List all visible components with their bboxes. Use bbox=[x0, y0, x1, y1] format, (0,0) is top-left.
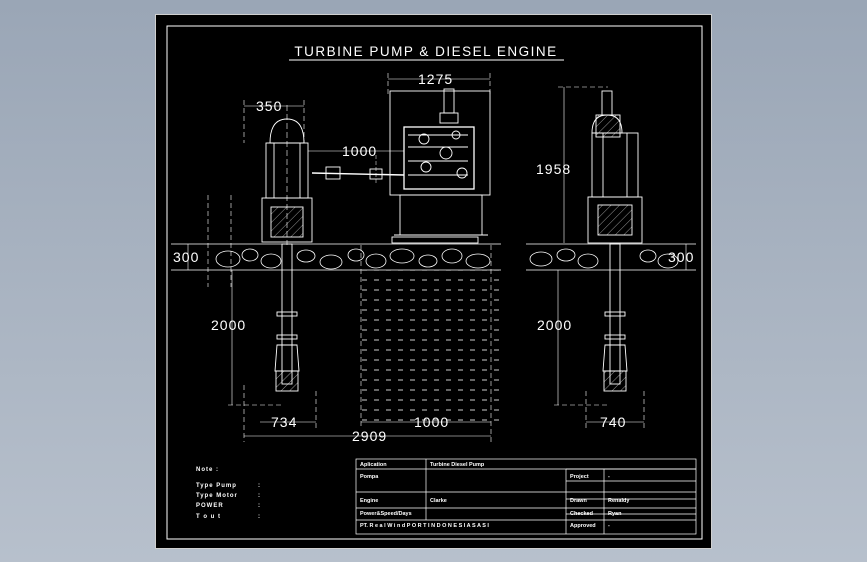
dim-2000-right: 2000 bbox=[537, 317, 572, 333]
tb-power-label: Power&Speed/Days bbox=[360, 511, 412, 517]
exhaust-stack bbox=[443, 88, 455, 114]
note-type-pump: Type Pump bbox=[196, 483, 237, 489]
dim-300-right: 300 bbox=[668, 249, 694, 265]
pump-side-view[interactable] bbox=[587, 90, 643, 392]
dim-base-1000: 1000 bbox=[414, 414, 449, 430]
dimension-lines bbox=[187, 73, 687, 442]
dim-300-left: 300 bbox=[173, 249, 199, 265]
tb-project-label: Project bbox=[570, 474, 589, 480]
engine-outline bbox=[389, 90, 491, 196]
drive-shaft bbox=[311, 172, 405, 176]
tb-engine-value: Clarke bbox=[430, 498, 447, 504]
diesel-engine-view[interactable] bbox=[311, 88, 491, 244]
drawing-canvas: TURBINE PUMP & DIESEL ENGINE bbox=[166, 25, 703, 540]
coupling bbox=[325, 166, 341, 180]
side-column-pipe bbox=[609, 243, 621, 385]
drawing-title: TURBINE PUMP & DIESEL ENGINE bbox=[294, 44, 557, 59]
dim-1958: 1958 bbox=[536, 161, 571, 177]
tb-project-value: - bbox=[608, 474, 610, 480]
dim-350: 350 bbox=[256, 98, 282, 114]
side-motor-body bbox=[591, 132, 639, 198]
pump-front-view[interactable] bbox=[261, 105, 313, 392]
suction-strainer bbox=[275, 370, 299, 392]
note-tout: T o u t bbox=[196, 514, 221, 520]
tb-drawn-label: Drawn bbox=[570, 498, 587, 504]
note-colon-3: : bbox=[258, 503, 261, 509]
tb-aplication-label: Aplication bbox=[360, 462, 387, 468]
tb-approved-label: Approved bbox=[570, 523, 596, 529]
tb-pompa-label: Pompa bbox=[360, 474, 379, 480]
dim-2909: 2909 bbox=[352, 428, 387, 444]
dim-1275: 1275 bbox=[418, 71, 453, 87]
ground-band bbox=[171, 243, 696, 271]
motor-dome bbox=[269, 118, 305, 144]
tb-approved-value: - bbox=[608, 523, 610, 529]
side-exhaust bbox=[601, 90, 613, 116]
inner-frame bbox=[166, 25, 703, 540]
note-power: POWER bbox=[196, 503, 224, 509]
tb-company: PT. R e a l W i n d P O R T I N D O N E … bbox=[360, 523, 489, 529]
bowl-assembly bbox=[274, 344, 300, 372]
dim-2000-left: 2000 bbox=[211, 317, 246, 333]
column-pipe bbox=[281, 243, 293, 385]
note-colon-4: : bbox=[258, 514, 261, 520]
note-heading: Note : bbox=[196, 467, 219, 473]
tb-aplication-value: Turbine Diesel Pump bbox=[430, 462, 485, 468]
engine-base bbox=[399, 194, 483, 236]
dim-coupling-1000: 1000 bbox=[342, 143, 377, 159]
engine-block bbox=[403, 126, 475, 190]
water-tank-hatch bbox=[361, 270, 501, 425]
dim-734: 734 bbox=[271, 414, 297, 430]
side-pump-head bbox=[587, 196, 643, 244]
note-type-motor: Type Motor bbox=[196, 493, 238, 499]
tb-checked-label: Checked bbox=[570, 511, 593, 517]
note-colon-2: : bbox=[258, 493, 261, 499]
tb-engine-label: Engine bbox=[360, 498, 378, 504]
drawing-sheet[interactable]: TURBINE PUMP & DIESEL ENGINE bbox=[155, 14, 712, 549]
tb-checked-value: Ryan bbox=[608, 511, 622, 517]
dim-740: 740 bbox=[600, 414, 626, 430]
title-block[interactable] bbox=[355, 458, 697, 535]
note-colon-1: : bbox=[258, 483, 261, 489]
tb-drawn-value: Renaldy bbox=[608, 498, 630, 504]
